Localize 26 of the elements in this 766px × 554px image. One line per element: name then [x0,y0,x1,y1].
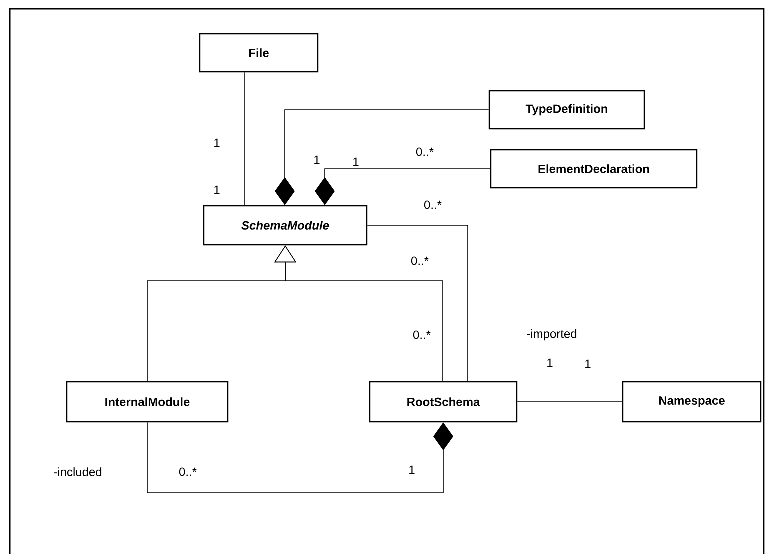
composition-line [315,168,491,206]
multiplicity-label: 0..* [413,330,431,340]
multiplicity-label: 1 [354,158,359,166]
multiplicity-label: 0..* [416,148,434,156]
class-box: File [199,33,319,73]
multiplicity-label: 0..* [424,200,442,210]
multiplicity-label: -imported [527,329,577,341]
multiplicity-label: 0..* [179,468,197,476]
class-box: InternalModule [66,381,229,423]
association-line [367,225,468,382]
generalization-arrow [274,246,444,382]
association-line [244,72,246,206]
class-box: TypeDefinition [488,90,646,130]
multiplicity-label: 1 [214,138,220,148]
multiplicity-label: 1 [214,186,220,194]
composition-line [147,422,454,494]
multiplicity-label: 1 [314,156,320,164]
multiplicity-label: 1 [586,360,591,368]
class-box: ElementDeclaration [490,149,698,189]
class-box: Namespace [622,381,762,423]
multiplicity-label: 1 [410,466,415,474]
multiplicity-label: -included [54,468,102,476]
multiplicity-label: 1 [548,358,553,368]
composition-line [275,110,490,206]
multiplicity-label: 0..* [411,256,429,266]
class-box: RootSchema [369,381,518,423]
